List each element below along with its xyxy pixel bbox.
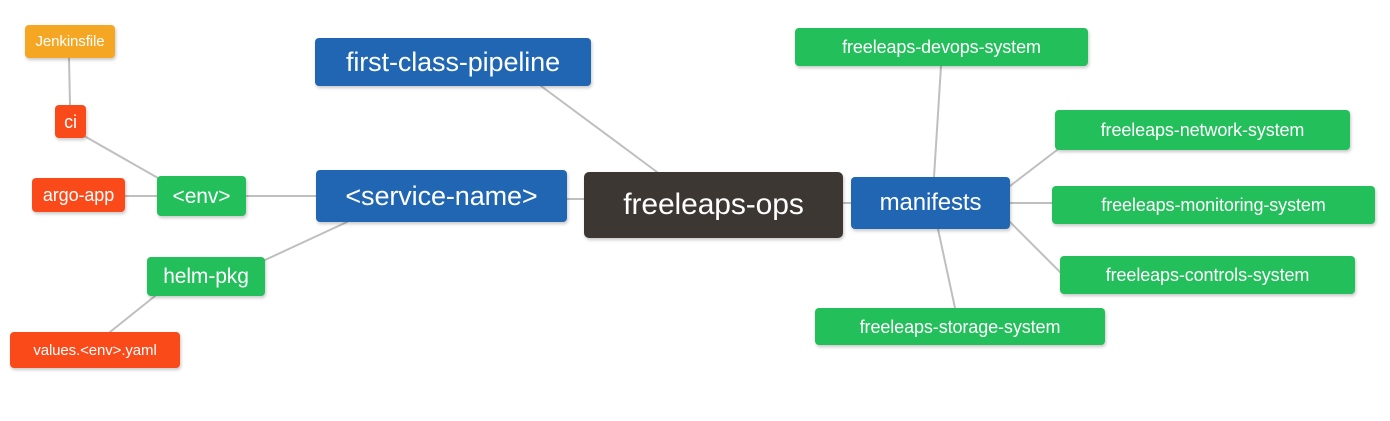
mindmap-node-helm-pkg[interactable]: helm-pkg [147, 257, 265, 296]
mindmap-node-first-class[interactable]: first-class-pipeline [315, 38, 591, 86]
mindmap-node-label: argo-app [42, 185, 115, 205]
mindmap-node-network-system[interactable]: freeleaps-network-system [1055, 110, 1350, 150]
mindmap-edge [937, 228, 956, 309]
mindmap-node-argo-app[interactable]: argo-app [32, 178, 125, 212]
mindmap-node-jenkinsfile[interactable]: Jenkinsfile [25, 25, 115, 58]
mindmap-node-root[interactable]: freeleaps-ops [584, 172, 843, 238]
mindmap-node-devops-system[interactable]: freeleaps-devops-system [795, 28, 1088, 66]
mindmap-node-label: ci [64, 111, 77, 132]
mindmap-node-env[interactable]: <env> [157, 176, 246, 216]
mindmap-node-manifests[interactable]: manifests [851, 177, 1010, 229]
mindmap-node-monitoring-system[interactable]: freeleaps-monitoring-system [1052, 186, 1375, 224]
mindmap-node-controls-system[interactable]: freeleaps-controls-system [1060, 256, 1355, 294]
mindmap-node-label: <service-name> [345, 180, 538, 211]
mindmap-node-ci[interactable]: ci [55, 105, 86, 138]
mindmap-node-label: freeleaps-storage-system [859, 316, 1061, 337]
mindmap-node-label: values.<env>.yaml [33, 341, 157, 359]
mindmap-edge [540, 85, 658, 173]
mindmap-node-label: freeleaps-monitoring-system [1101, 195, 1326, 215]
mindmap-edge [68, 57, 71, 106]
mindmap-node-label: freeleaps-network-system [1100, 120, 1305, 140]
mindmap-node-label: helm-pkg [163, 265, 249, 288]
mindmap-node-storage-system[interactable]: freeleaps-storage-system [815, 308, 1105, 345]
mindmap-edge [85, 136, 159, 179]
mindmap-node-label: freeleaps-devops-system [842, 37, 1041, 57]
mindmap-node-label: manifests [879, 189, 982, 216]
mindmap-node-label: Jenkinsfile [35, 33, 105, 50]
mindmap-node-label: <env> [172, 184, 231, 208]
mindmap-edge [933, 65, 942, 178]
mindmap-node-label: freeleaps-controls-system [1105, 265, 1310, 285]
mindmap-node-label: freeleaps-ops [623, 188, 804, 221]
mindmap-edge [109, 295, 156, 333]
mindmap-edge [1009, 221, 1061, 273]
mindmap-edge [264, 221, 348, 261]
mindmap-edge [1009, 149, 1058, 187]
mindmap-node-label: first-class-pipeline [345, 46, 561, 77]
mindmap-node-service-name[interactable]: <service-name> [316, 170, 567, 222]
mindmap-node-values-yaml[interactable]: values.<env>.yaml [10, 332, 180, 368]
